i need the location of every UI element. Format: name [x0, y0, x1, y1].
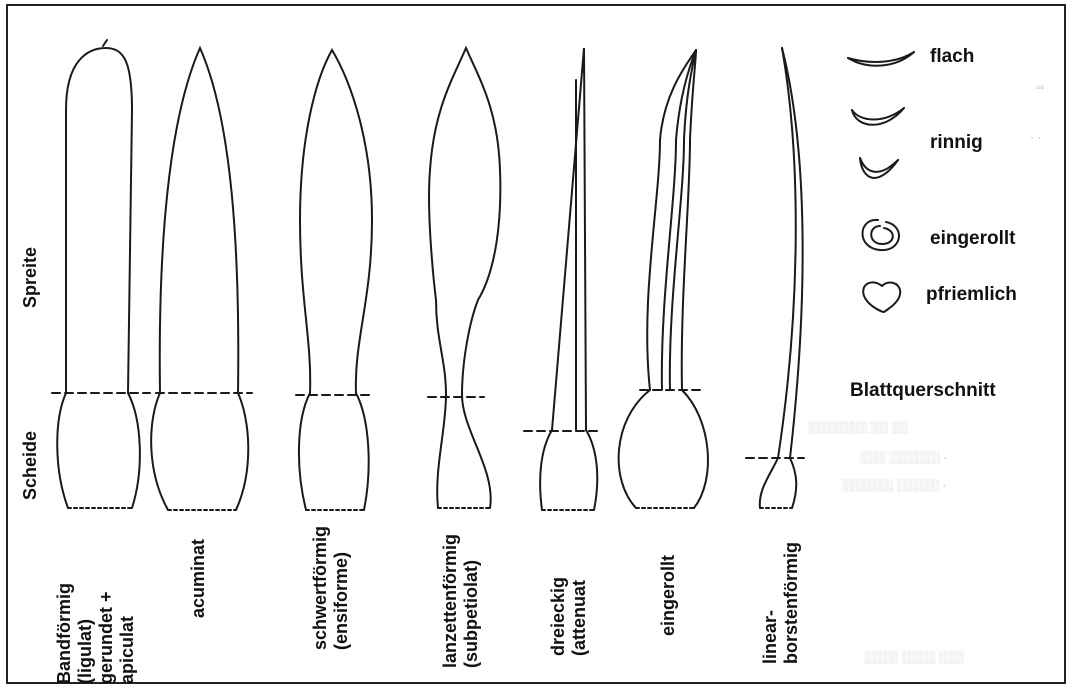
faint-mark: ▫▫ — [1036, 80, 1045, 94]
leaf-label-eingerollt: eingerollt — [658, 555, 679, 636]
leaf-outline-lanzettenfoermig — [429, 48, 500, 508]
cross-section-label-rinnig: rinnig — [930, 132, 983, 154]
leaf-outline-dreieckig — [540, 48, 597, 510]
leaf-outline-linear-borstenfoermig — [760, 48, 803, 508]
faint-mark: ░░░░ ░░░░ ░░░ — [864, 650, 964, 664]
rolled-section-icon — [863, 220, 899, 250]
cross-section-label-flach: flach — [930, 46, 974, 68]
flat-section-icon — [848, 52, 914, 66]
awl-section-icon — [863, 282, 900, 312]
channeled-section-icon — [852, 108, 904, 178]
leaf-label-lanzettenfoermig: lanzettenförmig (subpetiolat) — [440, 534, 482, 668]
leaf-label-linear-borstenfoermig: linear- borstenförmig — [760, 542, 802, 664]
cross-section-label-pfriemlich: pfriemlich — [926, 284, 1017, 306]
faint-mark: ░░░░░░ ░░░░░ · — [842, 478, 946, 492]
leaf-label-dreieckig: dreieckig (attenuat — [548, 577, 590, 656]
leaf-label-acuminat: acuminat — [188, 539, 209, 618]
faint-mark: ░░░░░░░ ░░ ░░ — [808, 420, 908, 434]
leaf-label-bandfoermig: Bandförmig (ligulat) gerundet + apiculat — [54, 583, 138, 684]
faint-mark: · · — [1030, 130, 1041, 144]
faint-mark: ░░░ ░░░░░░ · — [860, 450, 947, 464]
scheide-label: Scheide — [20, 431, 41, 500]
leaf-outline-bandfoermig — [57, 40, 140, 508]
leaf-outline-eingerollt — [619, 50, 708, 508]
leaf-outline-schwertfoermig — [299, 50, 372, 510]
leaf-label-schwertfoermig: schwertförmig (ensiforme) — [310, 526, 352, 650]
leaf-outline-acuminat — [151, 48, 248, 510]
spreite-label: Spreite — [20, 247, 41, 308]
cross-section-label-eingerollt: eingerollt — [930, 228, 1016, 250]
cross-section-title: Blattquerschnitt — [850, 380, 996, 402]
